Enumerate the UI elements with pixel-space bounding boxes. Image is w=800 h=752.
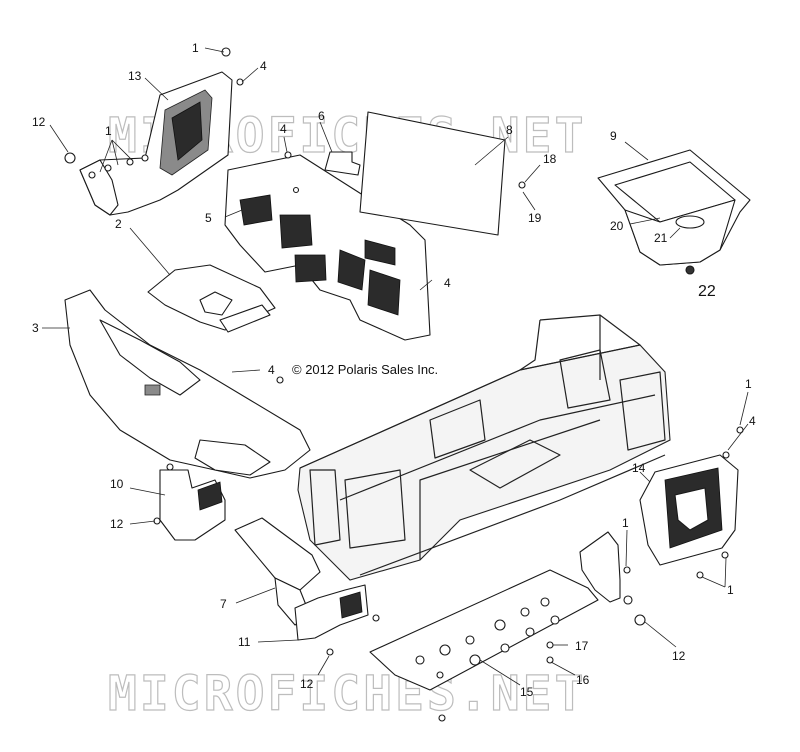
part-3-floor-tunnel	[64, 289, 311, 479]
callout-1: 1	[745, 377, 752, 391]
part-15-skid-plate	[369, 569, 599, 691]
callout-12: 12	[32, 115, 46, 129]
callout-11: 11	[238, 635, 251, 649]
callout-6: 6	[318, 109, 325, 123]
callout-14: 14	[632, 461, 646, 475]
right-mud-flap	[579, 531, 621, 603]
main-chassis-frame	[297, 314, 671, 581]
callout-4: 4	[444, 276, 451, 290]
callout-8: 8	[506, 123, 513, 137]
callout-19: 19	[528, 211, 542, 225]
part-5-rear-panel	[224, 154, 431, 341]
callout-10: 10	[110, 477, 124, 491]
callout-15: 15	[520, 685, 534, 699]
watermark-bottom: MICROFICHES.NET	[108, 666, 586, 722]
part-11-side-panel	[294, 584, 369, 641]
callout-3: 3	[32, 321, 39, 335]
callout-13: 13	[128, 69, 142, 83]
part-14-right-guard	[639, 454, 739, 566]
callout-21: 21	[654, 231, 668, 245]
copyright-notice: © 2012 Polaris Sales Inc.	[292, 362, 438, 377]
callout-4: 4	[749, 414, 756, 428]
leader-lines	[42, 47, 749, 686]
callout-12: 12	[110, 517, 124, 531]
callout-1: 1	[105, 124, 112, 138]
callout-7: 7	[220, 597, 227, 611]
callout-1: 1	[192, 41, 199, 55]
callout-2: 2	[115, 217, 122, 231]
part-9-storage-bin	[597, 149, 751, 266]
callout-1: 1	[622, 516, 629, 530]
part-10-bracket	[159, 469, 226, 541]
callout-22: 22	[698, 283, 716, 300]
part-13-left-guard	[79, 71, 233, 216]
callout-20: 20	[610, 219, 624, 233]
callout-1: 1	[727, 583, 734, 597]
callout-5: 5	[205, 211, 212, 225]
callout-16: 16	[576, 673, 590, 687]
callout-18: 18	[543, 152, 557, 166]
callout-labels: 1 4 13 12 1 4 6 8 9 18 5 19 20 21 22 2 4…	[32, 41, 756, 699]
callout-17: 17	[575, 639, 589, 653]
part-2-seat-base	[147, 264, 276, 333]
callout-4: 4	[268, 363, 275, 377]
callout-12: 12	[672, 649, 686, 663]
callout-4: 4	[280, 122, 287, 136]
callout-4: 4	[260, 59, 267, 73]
hardware-fasteners	[64, 47, 744, 722]
callout-12: 12	[300, 677, 314, 691]
part-8-panel	[359, 111, 506, 236]
callout-9: 9	[610, 129, 617, 143]
part-6-label	[324, 151, 361, 176]
